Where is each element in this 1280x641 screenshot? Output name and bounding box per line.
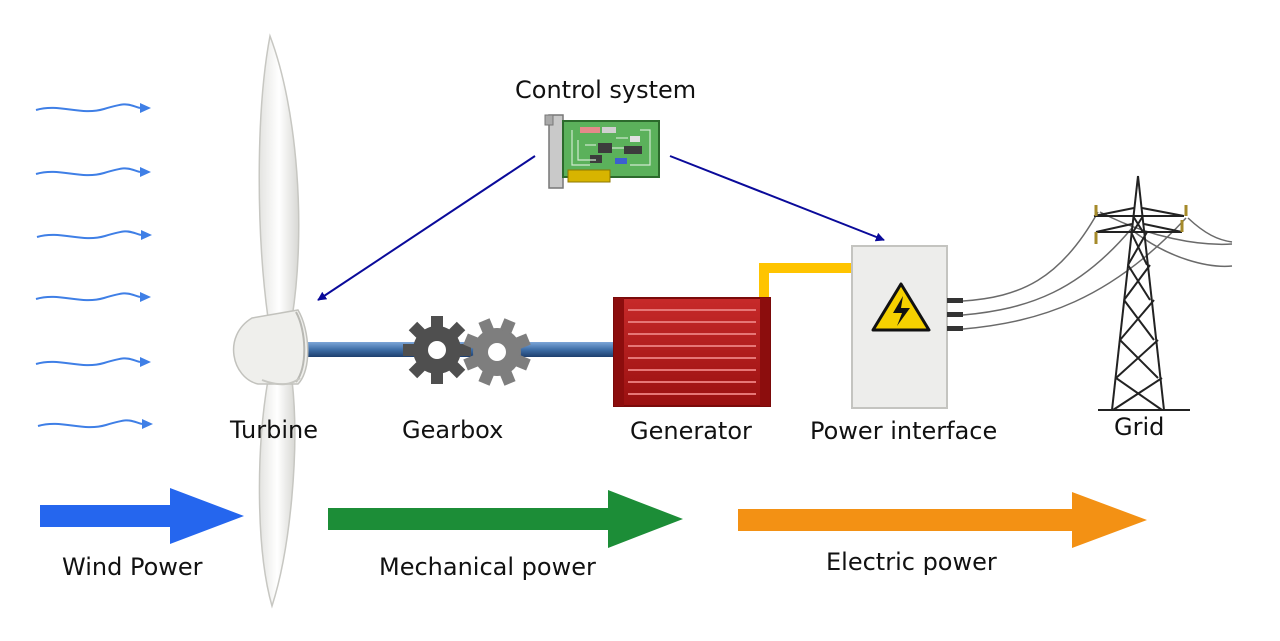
wind-stream-icon — [35, 103, 153, 429]
electric-power-arrow — [738, 492, 1147, 548]
generator-icon — [613, 297, 771, 407]
mechanical-power-label: Mechanical power — [379, 553, 596, 581]
power-lines — [962, 211, 1233, 330]
gears-icon — [403, 316, 531, 386]
control-arrow-power-interface — [669, 155, 885, 242]
high-voltage-warning-icon — [871, 282, 931, 332]
gearbox-label: Gearbox — [402, 416, 504, 444]
generator-label: Generator — [630, 417, 752, 445]
control-arrow-turbine — [317, 155, 536, 301]
control-system-label: Control system — [515, 76, 697, 104]
turbine-label: Turbine — [230, 416, 318, 444]
electric-power-label: Electric power — [826, 548, 997, 576]
wind-turbine-icon — [232, 33, 309, 609]
mechanical-power-arrow — [328, 490, 683, 548]
power-cable — [759, 263, 852, 300]
wind-power-arrow — [40, 488, 244, 544]
power-interface-label: Power interface — [810, 417, 998, 445]
wind-power-label: Wind Power — [62, 553, 203, 581]
transmission-tower-icon — [1093, 175, 1190, 411]
grid-label: Grid — [1114, 413, 1165, 441]
circuit-board-icon — [544, 114, 660, 189]
